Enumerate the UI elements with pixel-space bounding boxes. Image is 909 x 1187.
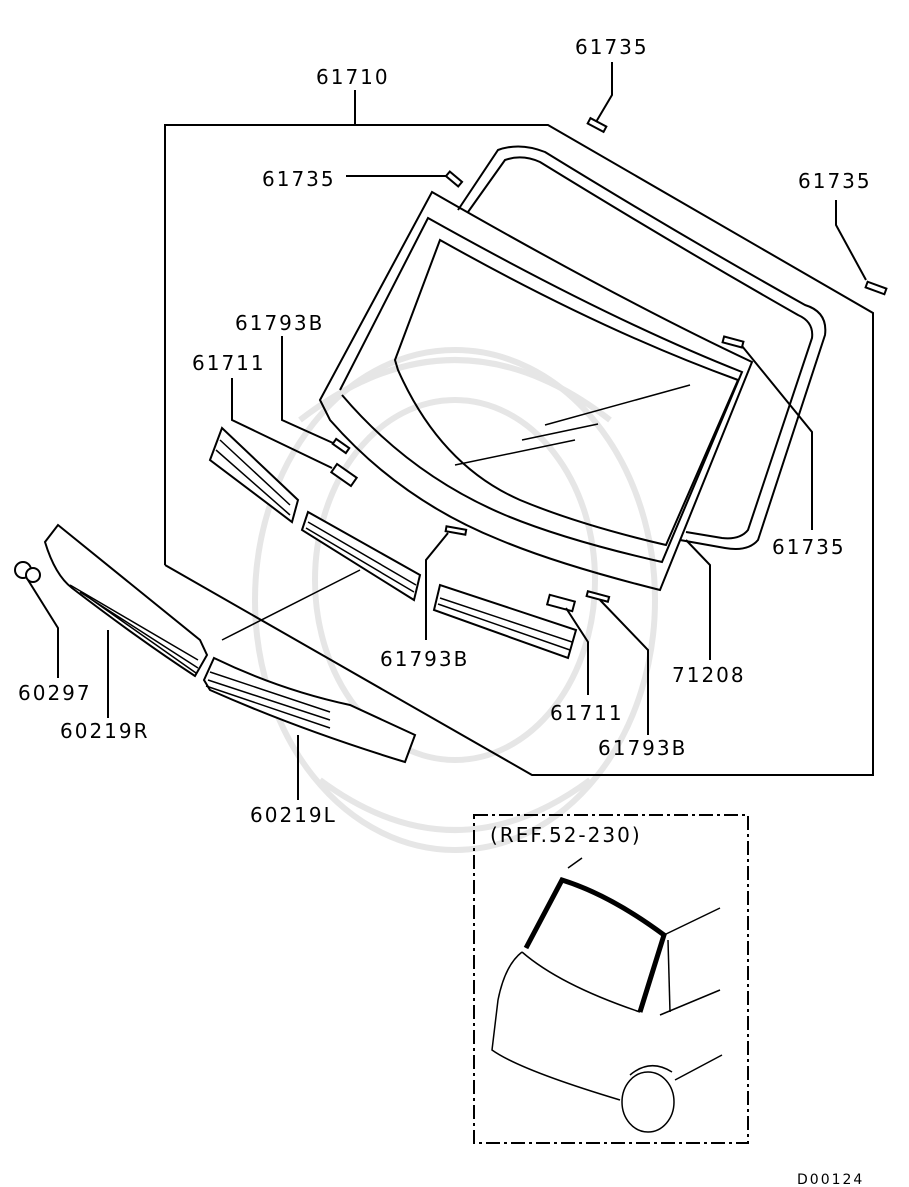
watermark — [252, 347, 658, 853]
clip-part — [14, 561, 41, 583]
cowl-panels — [43, 523, 417, 764]
reference-inset: (REF.52-230) — [473, 814, 749, 1144]
label-cowl-panel-r: 60219R — [60, 719, 150, 743]
label-cowl-panel-l: 60219L — [250, 803, 337, 827]
label-spacer-right-top: 61735 — [798, 169, 872, 193]
label-spacer-right-mid: 61735 — [772, 535, 846, 559]
label-spacer-left: 61735 — [262, 167, 336, 191]
label-fastener-left: 61711 — [192, 351, 266, 375]
part-labels: 61735 61710 61735 61735 61793B 61711 617… — [18, 35, 872, 827]
label-fastener-right: 61711 — [550, 701, 624, 725]
weatherstrip-frame — [457, 145, 827, 550]
assembly-bracket — [164, 90, 874, 776]
label-fastener-b-center: 61793B — [380, 647, 469, 671]
windshield-glass — [318, 190, 754, 592]
inset-reference-label: (REF.52-230) — [490, 823, 642, 847]
label-windshield-assy: 61710 — [316, 65, 390, 89]
diagram-code: D00124 — [797, 1172, 864, 1187]
label-clip: 60297 — [18, 681, 92, 705]
label-weatherstrip: 71208 — [672, 663, 746, 687]
fastener-parts — [329, 437, 611, 613]
leader-lines — [27, 62, 867, 800]
label-fastener-b-right: 61793B — [598, 736, 687, 760]
label-spacer-top: 61735 — [575, 35, 649, 59]
retainer-strips — [208, 426, 578, 660]
label-fastener-b-left: 61793B — [235, 311, 324, 335]
spacer-parts — [444, 116, 888, 349]
